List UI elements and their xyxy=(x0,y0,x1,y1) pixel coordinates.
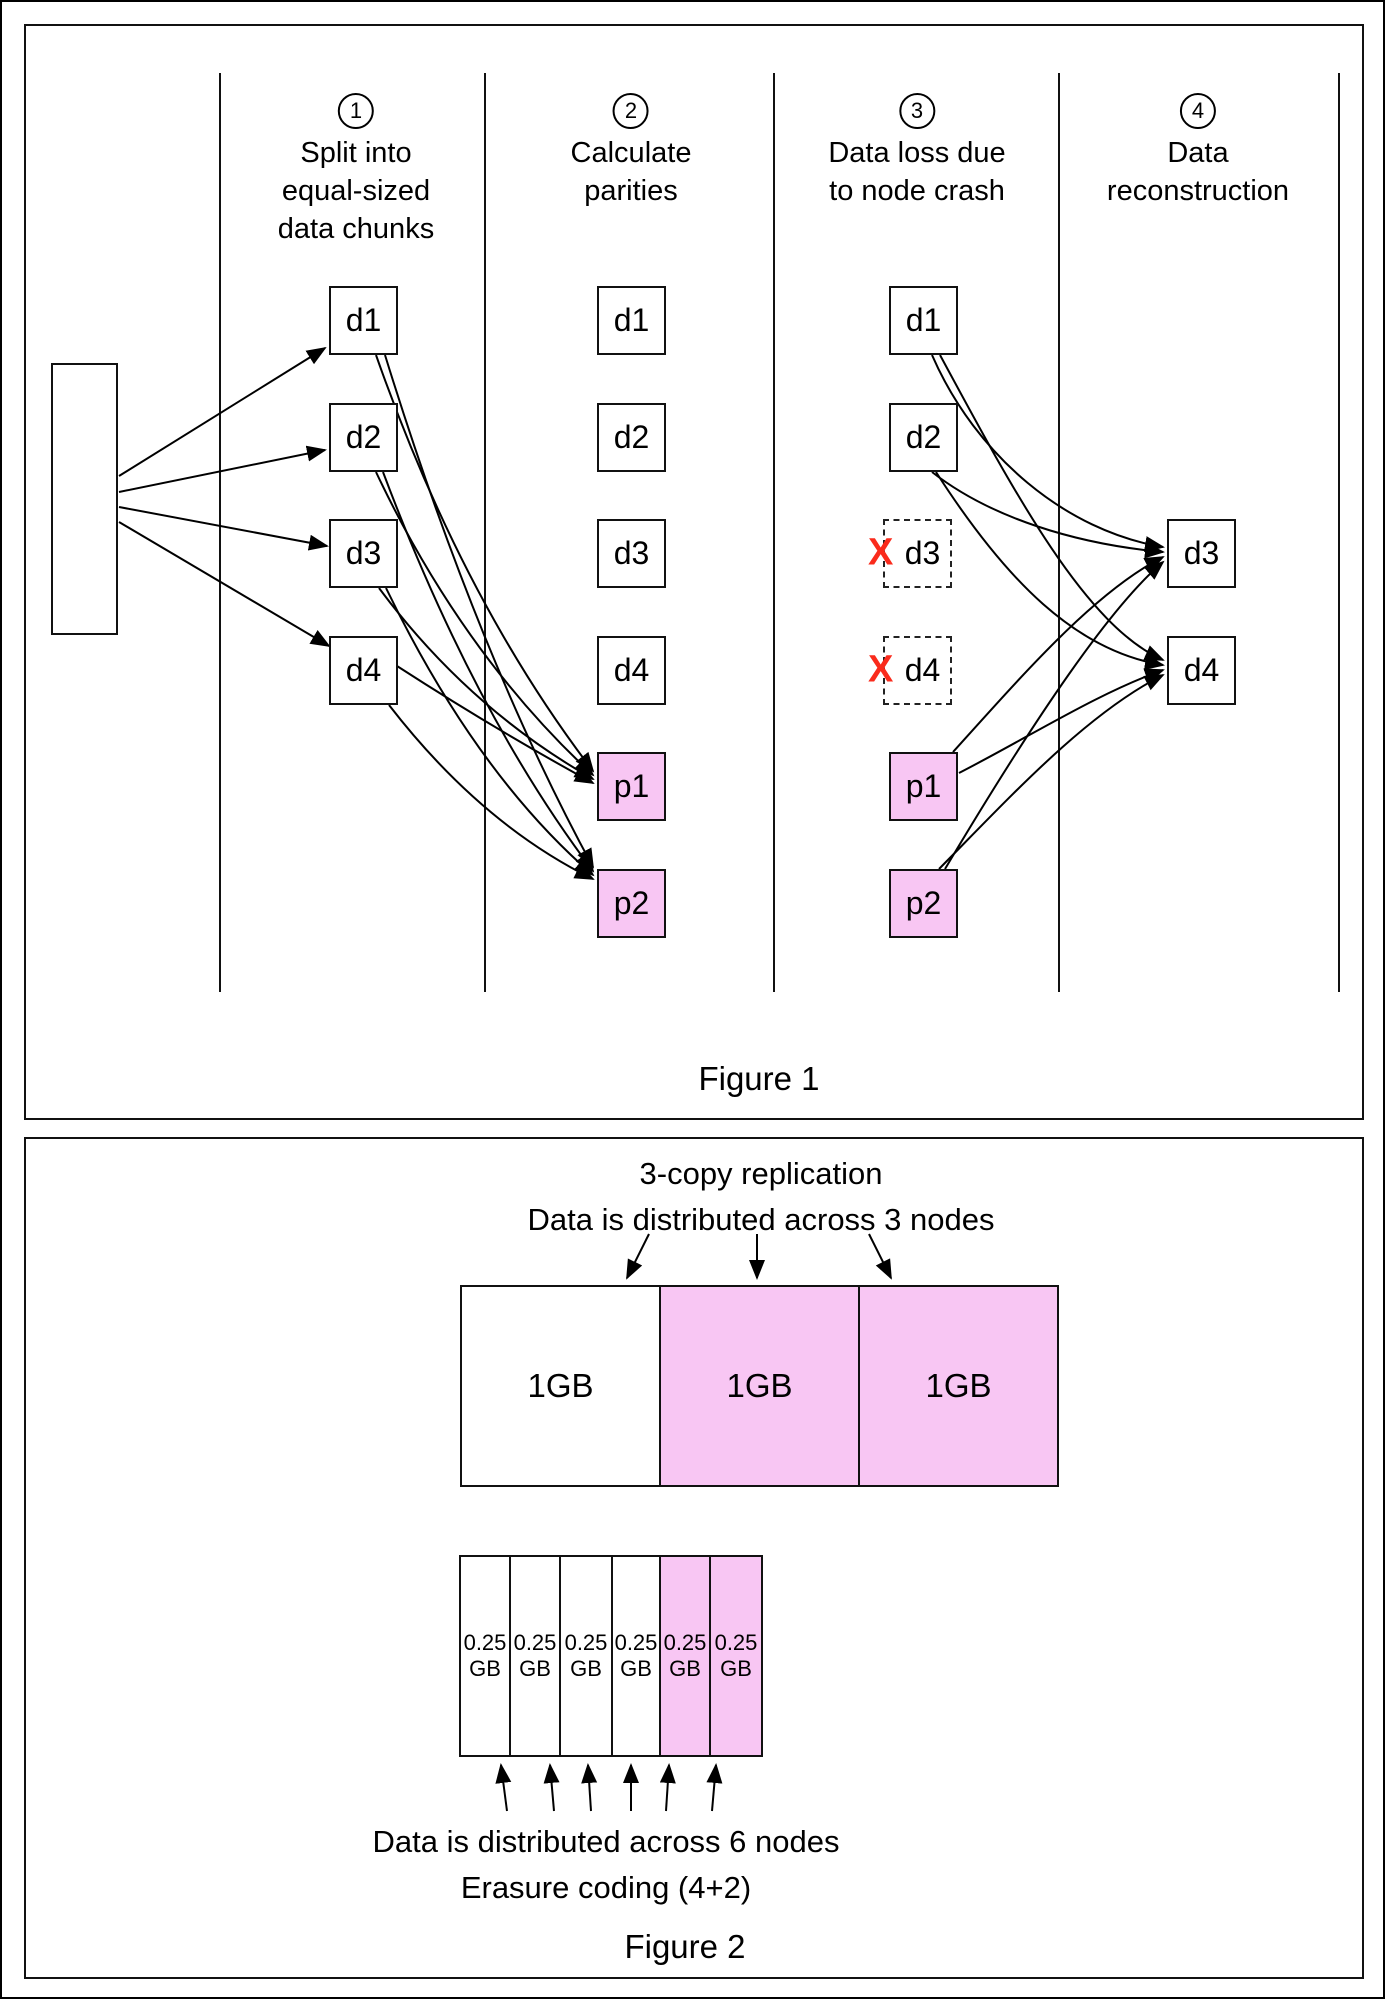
box-label: d1 xyxy=(905,302,942,338)
box-label: d4 xyxy=(345,652,382,688)
loss-col-box-p2: p2 xyxy=(889,869,958,938)
source-data-box xyxy=(51,363,118,635)
replication-title: 3-copy replication xyxy=(639,1156,883,1191)
figure1-arrows-layer xyxy=(118,73,1340,992)
box-label: d2 xyxy=(345,419,382,455)
chunk-box-1: 0.25 GB xyxy=(459,1555,511,1757)
parity-col-box-d1: d1 xyxy=(597,286,666,355)
split-box-d2: d2 xyxy=(329,403,398,472)
box-label: p1 xyxy=(905,768,942,804)
chunk-size: 0.25 xyxy=(564,1630,608,1655)
box-label: 1GB xyxy=(726,1367,793,1404)
step-1-line: Split into xyxy=(300,137,412,169)
x-mark-icon: X xyxy=(868,647,894,690)
chunk-size: 0.25 xyxy=(614,1630,658,1655)
chunk-unit: GB xyxy=(519,1656,551,1681)
box-label: d3 xyxy=(1183,535,1220,571)
recon-box-d3: d3 xyxy=(1167,519,1236,588)
chunk-unit: GB xyxy=(620,1656,652,1681)
parity-col-box-p1: p1 xyxy=(597,752,666,821)
box-label: d2 xyxy=(613,419,650,455)
chunk-box-3: 0.25 GB xyxy=(559,1555,613,1757)
figure2-panel: 3-copy replication Data is distributed a… xyxy=(24,1137,1364,1979)
step-4-line: Data xyxy=(1167,137,1229,169)
chunk-size: 0.25 xyxy=(663,1630,707,1655)
chunk-unit: GB xyxy=(720,1656,752,1681)
step-4-number-icon: 4 xyxy=(1180,93,1216,129)
step-header-3: 3 Data loss due to node crash xyxy=(828,90,1006,210)
chunk-unit: GB xyxy=(469,1656,501,1681)
box-label: d2 xyxy=(905,419,942,455)
split-box-d4: d4 xyxy=(329,636,398,705)
step-4-line: reconstruction xyxy=(1106,175,1290,207)
x-mark-icon: X xyxy=(868,530,894,573)
erasure-note-block: Data is distributed across 6 nodes Erasu… xyxy=(373,1819,840,1911)
box-label: 1GB xyxy=(925,1367,992,1404)
figure2-arrows-layer xyxy=(495,1233,892,1812)
box-label: d1 xyxy=(613,302,650,338)
parity-col-box-d4: d4 xyxy=(597,636,666,705)
loss-col-box-d3-lost: X d3 xyxy=(868,519,952,588)
loss-col-box-p1: p1 xyxy=(889,752,958,821)
box-label: p2 xyxy=(613,885,650,921)
split-arrows xyxy=(118,346,331,648)
erasure-note: Data is distributed across 6 nodes xyxy=(372,1824,840,1859)
box-label: p1 xyxy=(613,768,650,804)
chunk-box-6-parity: 0.25 GB xyxy=(709,1555,763,1757)
figure1-panel: 1 Split into equal-sized data chunks 2 C… xyxy=(24,24,1364,1120)
replica-box-1: 1GB xyxy=(460,1285,661,1487)
box-label: 1GB xyxy=(527,1367,594,1404)
erasure-note: Erasure coding (4+2) xyxy=(460,1870,752,1905)
parity-col-box-d2: d2 xyxy=(597,403,666,472)
replication-subtitle: Data is distributed across 3 nodes xyxy=(527,1202,995,1237)
replica-box-2: 1GB xyxy=(659,1285,860,1487)
chunk-size: 0.25 xyxy=(463,1630,507,1655)
step-2-line: Calculate xyxy=(570,137,692,169)
box-label: d3 xyxy=(345,535,382,571)
chunk-unit: GB xyxy=(570,1656,602,1681)
box-label: d4 xyxy=(613,652,650,688)
loss-col-box-d2: d2 xyxy=(889,403,958,472)
box-label: d3 xyxy=(904,535,941,571)
step-1-line: data chunks xyxy=(277,213,435,245)
figure2-caption: Figure 2 xyxy=(624,1928,746,1965)
chunk-box-2: 0.25 GB xyxy=(509,1555,561,1757)
step-header-2: 2 Calculate parities xyxy=(570,90,692,210)
box-label: p2 xyxy=(905,885,942,921)
replica-box-3: 1GB xyxy=(858,1285,1059,1487)
step-2-line: parities xyxy=(584,175,678,207)
chunk-size: 0.25 xyxy=(714,1630,758,1655)
loss-col-box-d4-lost: X d4 xyxy=(868,636,952,705)
box-label: d1 xyxy=(345,302,382,338)
replication-title-block: 3-copy replication Data is distributed a… xyxy=(528,1151,995,1243)
step-3-number-icon: 3 xyxy=(898,93,935,129)
chunk-unit: GB xyxy=(669,1656,701,1681)
step-3-line: to node crash xyxy=(829,175,1005,207)
box-label: d4 xyxy=(904,652,941,688)
step-2-number-icon: 2 xyxy=(613,93,649,129)
chunk-size: 0.25 xyxy=(513,1630,557,1655)
erasure-arrows xyxy=(495,1763,723,1812)
step-1-line: equal-sized xyxy=(281,175,431,207)
loss-col-box-d1: d1 xyxy=(889,286,958,355)
split-box-d1: d1 xyxy=(329,286,398,355)
chunk-box-5-parity: 0.25 GB xyxy=(659,1555,711,1757)
replication-arrows xyxy=(626,1233,892,1280)
chunk-box-4: 0.25 GB xyxy=(611,1555,661,1757)
step-header-4: 4 Data reconstruction xyxy=(1107,90,1289,210)
box-label: d3 xyxy=(613,535,650,571)
step-1-number-icon: 1 xyxy=(337,93,374,129)
step-3-line: Data loss due xyxy=(828,137,1006,169)
parity-calc-arrows xyxy=(375,354,595,880)
reconstruction-arrows xyxy=(931,354,1165,870)
parity-col-box-p2: p2 xyxy=(597,869,666,938)
step-header-1: 1 Split into equal-sized data chunks xyxy=(278,90,434,248)
figure1-caption: Figure 1 xyxy=(698,1060,820,1097)
box-label: d4 xyxy=(1183,652,1220,688)
parity-col-box-d3: d3 xyxy=(597,519,666,588)
split-box-d3: d3 xyxy=(329,519,398,588)
recon-box-d4: d4 xyxy=(1167,636,1236,705)
column-dividers xyxy=(219,73,1340,992)
